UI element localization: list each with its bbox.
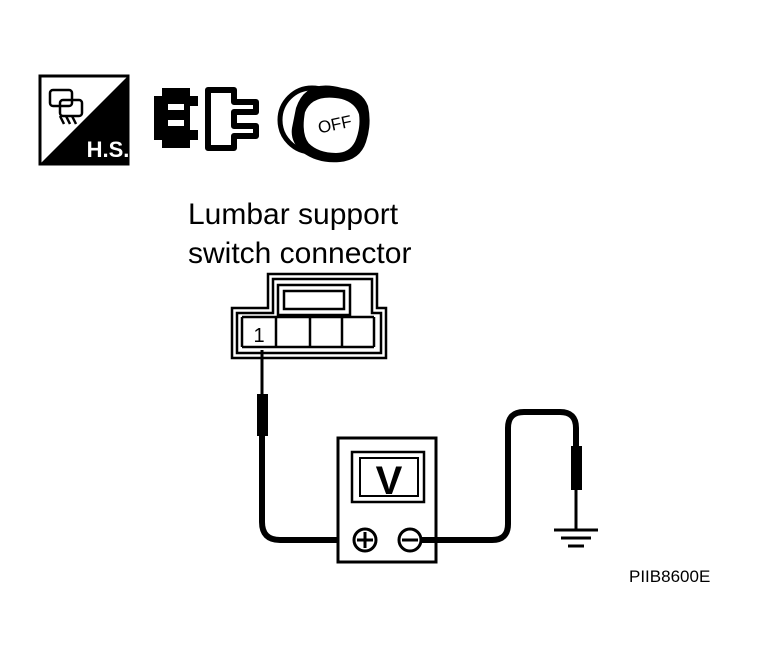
switch-connector: 1	[230, 272, 388, 360]
ground-symbol-icon	[554, 528, 598, 548]
connector-caption-line1: Lumbar support	[188, 198, 399, 231]
negative-terminal-icon	[397, 527, 423, 553]
connector-caption-line2: switch connector	[188, 237, 412, 270]
figure-code: PIIB8600E	[629, 567, 711, 586]
meter-display-v: V	[376, 459, 403, 503]
positive-test-lead	[257, 350, 352, 543]
connector-caption: Lumbar support switch connector	[188, 195, 411, 273]
connector-disconnect-icon	[154, 87, 259, 151]
ignition-off-icon: OFF	[277, 85, 370, 163]
negative-test-lead	[421, 409, 582, 543]
positive-terminal-icon	[352, 527, 378, 553]
pin-number-label: 1	[253, 325, 264, 347]
voltmeter: V	[336, 436, 438, 564]
harness-symbol-icon: H.S.	[38, 74, 130, 166]
harness-symbol-text: H.S.	[87, 137, 130, 162]
